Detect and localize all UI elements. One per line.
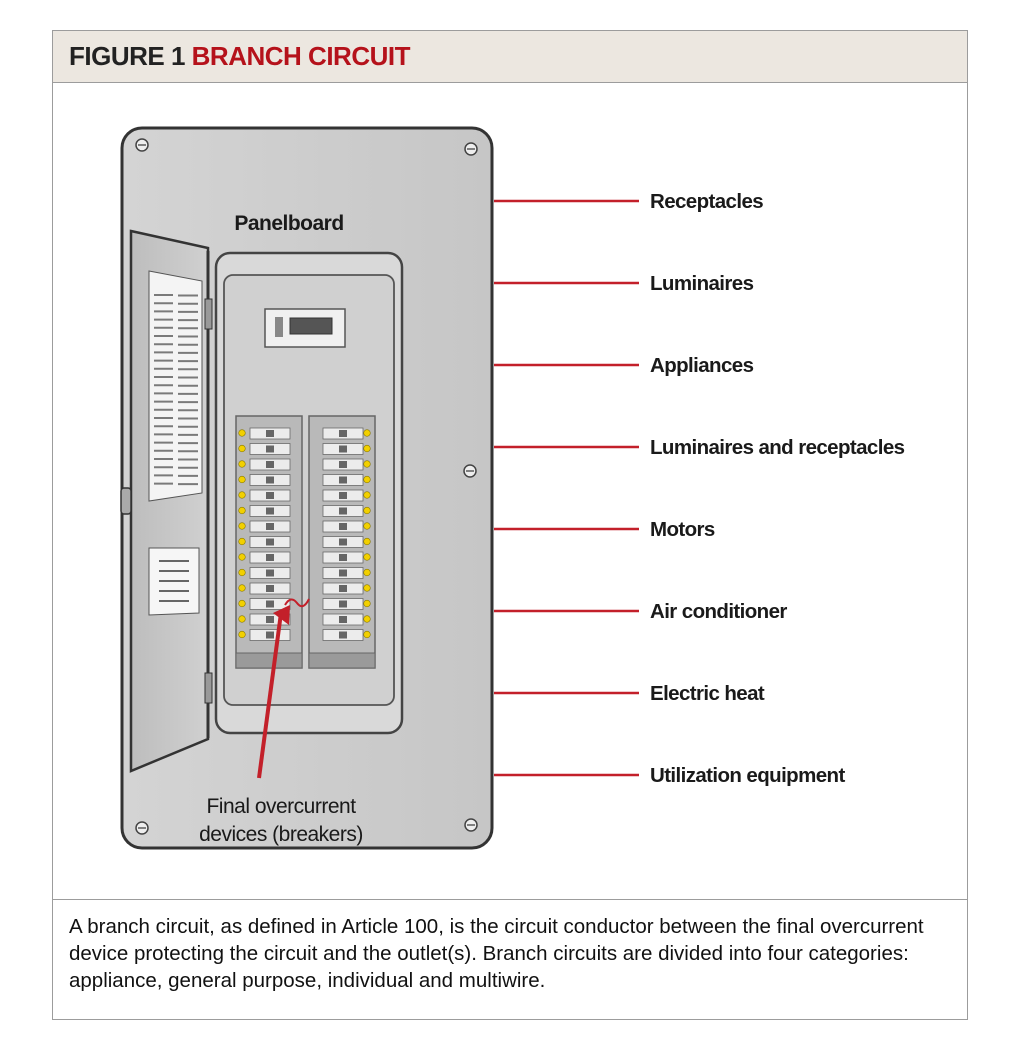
breaker-indicator	[363, 537, 371, 546]
breaker-indicator	[363, 599, 371, 608]
breaker-indicator	[363, 444, 371, 453]
load-label: Air conditioner	[650, 600, 787, 623]
figure-caption: A branch circuit, as defined in Article …	[69, 915, 924, 992]
load-label: Appliances	[650, 354, 754, 377]
panel-door	[120, 229, 213, 773]
callout-label-line1: Final overcurrent	[206, 795, 356, 818]
branch-circuit-diagram: Panelboard	[120, 126, 905, 850]
breaker-column-right	[308, 415, 376, 669]
figure-title: FIGURE 1 BRANCH CIRCUIT	[69, 41, 410, 72]
breaker-column-left	[235, 415, 303, 669]
figure-title-text: BRANCH CIRCUIT	[191, 41, 411, 71]
breaker-indicator	[363, 475, 371, 484]
breaker-indicator	[238, 615, 246, 623]
breaker-indicator	[363, 491, 371, 499]
panel-label: Panelboard	[234, 212, 343, 235]
breaker-indicator	[238, 522, 246, 530]
breaker-indicator	[238, 584, 246, 592]
load-label: Utilization equipment	[650, 764, 845, 787]
breaker-indicator	[363, 584, 371, 592]
callout-arrow	[257, 598, 310, 779]
figure-frame: FIGURE 1 BRANCH CIRCUIT Panelboard	[52, 30, 968, 1020]
figure-label: FIGURE 1	[69, 41, 185, 71]
panel-screws	[135, 138, 478, 835]
breaker-indicator	[238, 460, 246, 468]
load-label: Luminaires	[650, 272, 754, 295]
breaker-indicator	[363, 568, 371, 577]
breaker-indicator	[363, 553, 371, 561]
breaker-indicator	[238, 506, 246, 515]
breaker-indicator	[238, 537, 246, 546]
breaker-indicator	[238, 568, 246, 577]
callout-label-line2: devices (breakers)	[199, 823, 363, 846]
breaker-indicator	[238, 630, 246, 639]
load-label: Electric heat	[650, 682, 765, 705]
breaker-indicator	[363, 615, 371, 623]
breaker-indicator	[363, 429, 371, 437]
breaker-indicator	[238, 491, 246, 499]
load-label: Receptacles	[650, 190, 763, 213]
breaker-indicator	[238, 553, 246, 561]
load-list: ReceptaclesLuminairesAppliancesLuminaire…	[494, 190, 905, 787]
load-label: Motors	[650, 518, 715, 541]
breaker-indicator	[363, 630, 371, 639]
breaker-indicator	[238, 444, 246, 453]
breaker-indicator	[363, 460, 371, 468]
breaker-indicator	[363, 506, 371, 515]
figure-header: FIGURE 1 BRANCH CIRCUIT	[53, 31, 967, 83]
breaker-indicator	[363, 522, 371, 530]
caption-divider	[53, 899, 967, 900]
load-label: Luminaires and receptacles	[650, 436, 905, 459]
breaker-indicator	[238, 599, 246, 608]
breaker-indicator	[238, 429, 246, 437]
breaker-indicator	[238, 475, 246, 484]
